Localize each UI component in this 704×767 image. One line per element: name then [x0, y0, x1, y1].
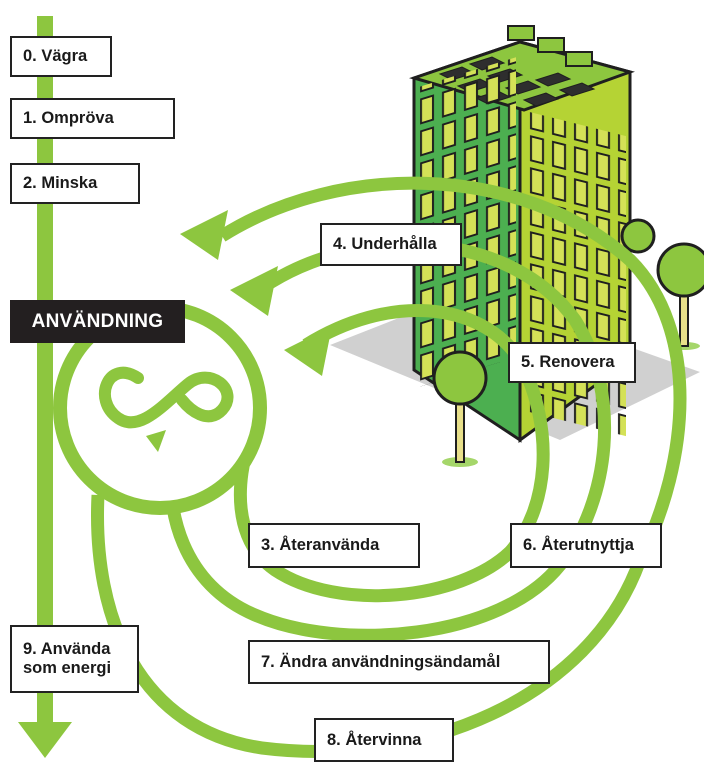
step-1-label: 1. Ompröva — [10, 98, 175, 139]
step-9-label: 9. Använda som energi — [10, 625, 139, 693]
building-illustration — [409, 25, 635, 443]
loop-arrowheads — [180, 210, 332, 376]
step-0-label: 0. Vägra — [10, 36, 112, 77]
step-8-label: 8. Återvinna — [314, 718, 454, 762]
step-2-label: 2. Minska — [10, 163, 140, 204]
step-3-label: 3. Återanvända — [248, 523, 420, 568]
step-6-label: 6. Återutnyttja — [510, 523, 662, 568]
step-5-label: 5. Renovera — [508, 342, 636, 383]
step-4-label: 4. Underhålla — [320, 223, 462, 266]
tree-illustration — [432, 218, 704, 467]
step-7-label: 7. Ändra användningsändamål — [248, 640, 550, 684]
center-label: ANVÄNDNING — [10, 300, 185, 343]
